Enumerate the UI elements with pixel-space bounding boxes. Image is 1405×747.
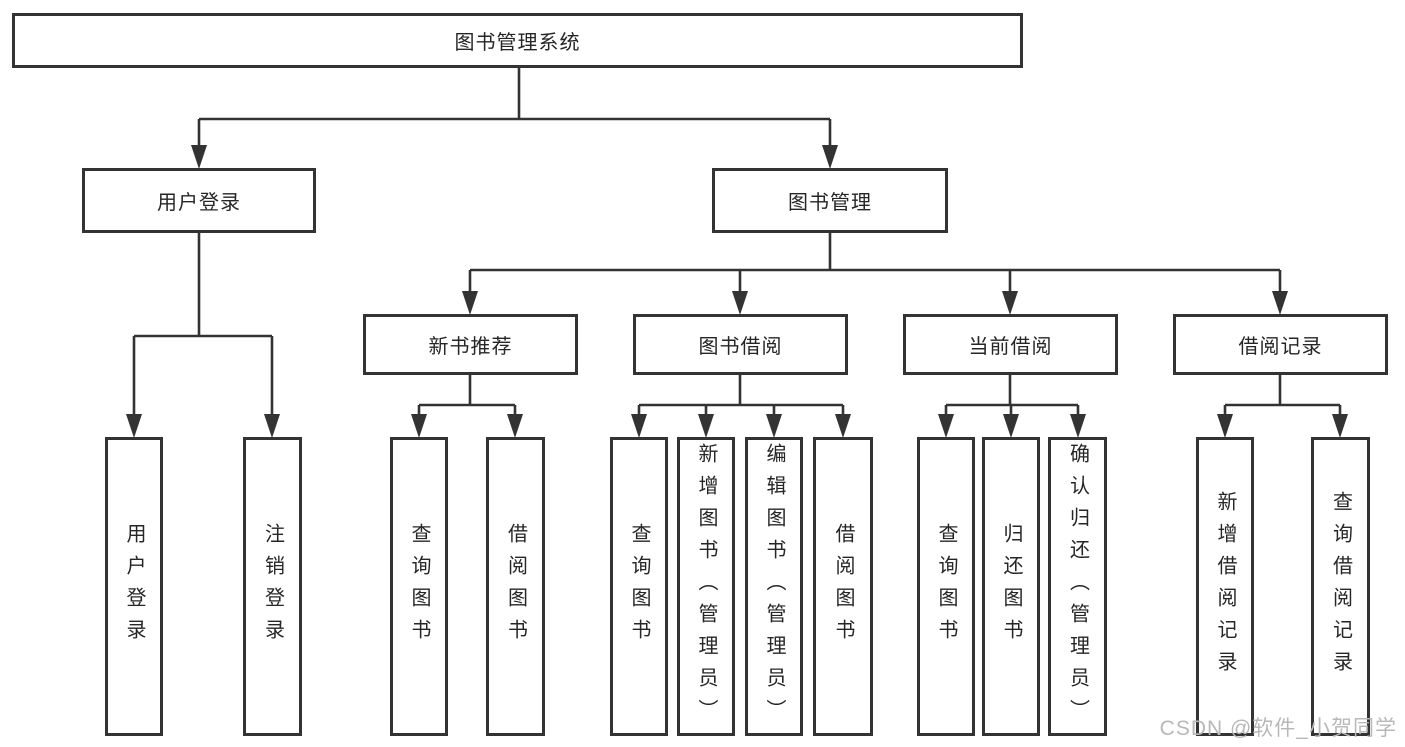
leaf-add-borrow-record: 新增借阅记录 bbox=[1196, 437, 1254, 736]
arrowhead-icons bbox=[126, 145, 1348, 438]
node-label: 当前借阅 bbox=[968, 336, 1053, 358]
leaf-label: 查询图书 bbox=[628, 522, 650, 651]
node-new-book-recommendation: 新书推荐 bbox=[363, 314, 578, 375]
leaf-label: 查询图书 bbox=[408, 522, 430, 651]
node-current-borrowing: 当前借阅 bbox=[903, 314, 1118, 375]
node-label: 借阅记录 bbox=[1238, 336, 1323, 358]
leaf-label: 注销登录 bbox=[261, 522, 284, 651]
watermark-text: CSDN @软件_小贺同学 bbox=[1159, 717, 1397, 740]
node-label: 用户登录 bbox=[157, 192, 241, 214]
leaf-label: 借阅图书 bbox=[504, 522, 527, 651]
leaf-borrow-books: 借阅图书 bbox=[813, 437, 873, 736]
node-library-management-system: 图书管理系统 bbox=[12, 13, 1023, 68]
leaf-label: 新增图书（管理员） bbox=[695, 442, 717, 731]
leaf-return-books: 归还图书 bbox=[982, 437, 1040, 736]
leaf-borrow-books-recommend: 借阅图书 bbox=[486, 437, 545, 736]
node-borrowing-records: 借阅记录 bbox=[1173, 314, 1388, 375]
leaf-label: 编辑图书（管理员） bbox=[763, 442, 785, 731]
leaf-label: 归还图书 bbox=[1000, 522, 1022, 651]
leaf-label: 新增借阅记录 bbox=[1214, 490, 1236, 683]
node-label: 图书管理 bbox=[788, 192, 872, 214]
leaf-label: 用户登录 bbox=[123, 522, 145, 651]
leaf-edit-books-admin: 编辑图书（管理员） bbox=[745, 437, 803, 736]
leaf-query-books-current: 查询图书 bbox=[917, 437, 975, 736]
leaf-query-books-recommend: 查询图书 bbox=[390, 437, 448, 736]
leaf-query-borrow-record: 查询借阅记录 bbox=[1311, 437, 1370, 736]
leaf-user-login: 用户登录 bbox=[105, 437, 163, 736]
node-book-borrowing: 图书借阅 bbox=[633, 314, 848, 375]
leaf-query-books-borrowing: 查询图书 bbox=[610, 437, 668, 736]
node-label: 图书管理系统 bbox=[454, 32, 581, 54]
node-label: 新书推荐 bbox=[428, 336, 513, 358]
leaf-logout: 注销登录 bbox=[243, 437, 302, 736]
node-book-management: 图书管理 bbox=[712, 168, 948, 233]
node-label: 图书借阅 bbox=[698, 336, 783, 358]
leaf-label: 查询借阅记录 bbox=[1329, 490, 1352, 683]
leaf-label: 借阅图书 bbox=[832, 522, 854, 651]
node-user-login: 用户登录 bbox=[82, 168, 316, 233]
connector-paths bbox=[132, 68, 1342, 416]
leaf-label: 确认归还（管理员） bbox=[1066, 442, 1089, 731]
leaf-label: 查询图书 bbox=[935, 522, 957, 651]
leaf-confirm-return-admin: 确认归还（管理员） bbox=[1048, 437, 1107, 736]
leaf-add-books-admin: 新增图书（管理员） bbox=[677, 437, 735, 736]
